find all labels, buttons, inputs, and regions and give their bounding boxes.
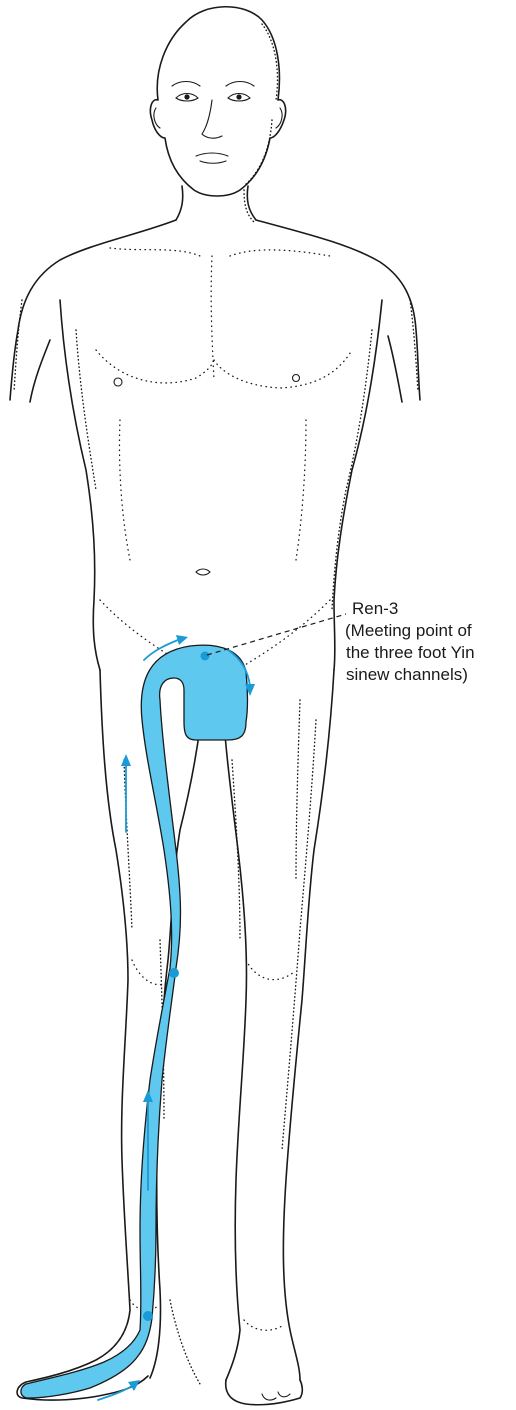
label-point-name: Ren-3: [352, 599, 398, 618]
label-line-3: sinew channels): [346, 665, 468, 684]
legs: [17, 670, 334, 1405]
label-line-1: (Meeting point of: [345, 621, 472, 640]
label-line-2: the three foot Yin: [346, 643, 475, 662]
direction-arrows: [98, 635, 255, 1400]
sinew-channel: [21, 645, 248, 1398]
leader-line: [207, 614, 346, 655]
head: [150, 7, 285, 196]
neck: [176, 186, 256, 222]
ren-3-point: [201, 652, 210, 661]
knee-point: [169, 968, 179, 978]
ankle-point: [143, 1311, 153, 1321]
foot-arrow: [98, 1386, 132, 1400]
